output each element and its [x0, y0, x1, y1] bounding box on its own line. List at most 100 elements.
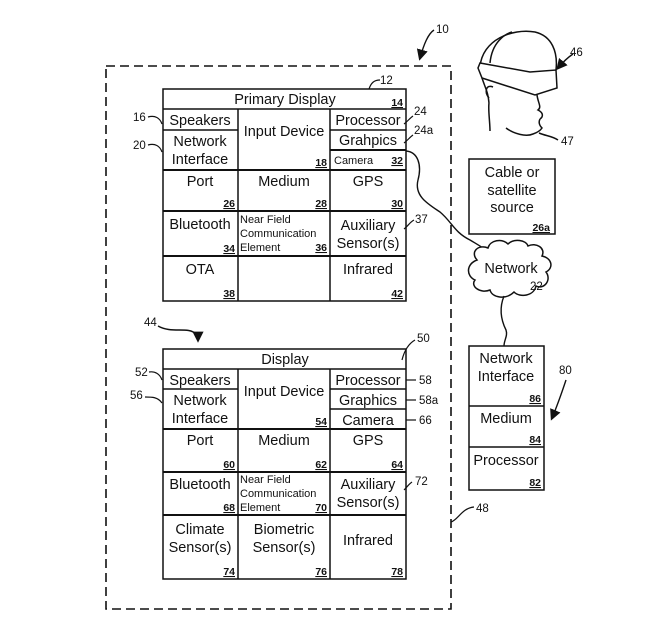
network-interface-label-1: Network [173, 134, 227, 150]
nfc-label-3: Element [240, 242, 280, 254]
secondary-biometric-ref: 76 [315, 566, 327, 578]
callout-24-leader [403, 115, 414, 125]
aux-sensor-label-1: Auxiliary [341, 218, 397, 234]
callout-56-leader [144, 396, 163, 404]
ota-label: OTA [186, 262, 215, 278]
system-boundary [105, 65, 452, 610]
network-interface-label-2: Interface [172, 152, 228, 168]
callout-20-leader [147, 143, 163, 153]
secondary-nfc-ref: 70 [315, 502, 327, 514]
server-processor-ref: 82 [529, 477, 541, 489]
secondary-infrared-ref: 78 [391, 566, 403, 578]
cable-source-ref: 26a [532, 222, 550, 234]
server-network-interface-ref: 86 [529, 393, 541, 405]
secondary-gps-ref: 64 [391, 459, 403, 471]
secondary-speakers-label: Speakers [169, 373, 230, 389]
server-medium-label: Medium [480, 411, 532, 427]
graphics-label: Grahpics [339, 133, 397, 149]
server-network-interface-label-2: Interface [478, 369, 534, 385]
secondary-infrared-label: Infrared [343, 533, 393, 549]
bluetooth-ref: 34 [223, 243, 235, 255]
primary-display-ref: 14 [391, 97, 403, 109]
input-device-label: Input Device [244, 124, 325, 140]
secondary-nfc-label-1: Near Field [240, 474, 291, 486]
bluetooth-label: Bluetooth [169, 217, 230, 233]
primary-device [162, 88, 407, 302]
camera-label: Camera [334, 155, 374, 167]
network-ref: 22 [530, 281, 543, 293]
callout-44-leader [157, 325, 204, 343]
secondary-climate-label-2: Sensor(s) [169, 540, 232, 556]
medium-ref: 28 [315, 198, 327, 210]
callout-58: 58 [419, 375, 432, 387]
secondary-climate-ref: 74 [223, 566, 235, 578]
callout-24: 24 [414, 106, 427, 118]
callout-50-leader [401, 339, 416, 361]
secondary-processor-label: Processor [335, 373, 400, 389]
port-label: Port [187, 174, 214, 190]
callout-46: 46 [570, 47, 583, 59]
nfc-ref: 36 [315, 242, 327, 254]
secondary-aux-sensor-label-1: Auxiliary [341, 477, 397, 493]
callout-50: 50 [417, 333, 430, 345]
secondary-network-interface-label-2: Interface [172, 411, 228, 427]
secondary-graphics-label: Graphics [339, 393, 397, 409]
secondary-input-device-ref: 54 [315, 416, 327, 428]
callout-72: 72 [415, 476, 428, 488]
head-mounted-display-illustration [477, 30, 559, 141]
primary-display-label: Primary Display [234, 92, 336, 108]
speakers-label: Speakers [169, 113, 230, 129]
secondary-camera-label: Camera [342, 413, 395, 429]
network-label: Network [484, 261, 538, 277]
cable-source-label-3: source [490, 200, 534, 216]
secondary-display-label: Display [261, 352, 309, 368]
secondary-biometric-label-2: Sensor(s) [253, 540, 316, 556]
server-processor-label: Processor [473, 453, 538, 469]
camera-ref: 32 [391, 155, 403, 167]
callout-44: 44 [144, 317, 157, 329]
secondary-nfc-label-2: Communication [240, 488, 316, 500]
network-server-link [500, 295, 508, 347]
processor-label: Processor [335, 113, 400, 129]
secondary-port-ref: 60 [223, 459, 235, 471]
gps-ref: 30 [391, 198, 403, 210]
server-medium-ref: 84 [529, 434, 541, 446]
callout-16-leader [147, 115, 163, 125]
secondary-device [162, 348, 407, 580]
input-device-ref: 18 [315, 157, 327, 169]
callout-80-leader [550, 379, 567, 421]
secondary-bluetooth-ref: 68 [223, 502, 235, 514]
callout-80: 80 [559, 365, 572, 377]
infrared-label: Infrared [343, 262, 393, 278]
secondary-medium-ref: 62 [315, 459, 327, 471]
network-cloud [467, 239, 552, 298]
callout-24a-leader [403, 134, 414, 144]
callout-37: 37 [415, 214, 428, 226]
ota-ref: 38 [223, 288, 235, 300]
callout-52-leader [148, 371, 163, 381]
callout-48: 48 [476, 503, 489, 515]
cable-source-label-2: satellite [487, 183, 536, 199]
secondary-input-device-label: Input Device [244, 384, 325, 400]
aux-sensor-label-2: Sensor(s) [337, 236, 400, 252]
callout-72-leader [403, 481, 413, 491]
callout-12-leader [368, 79, 381, 90]
callout-20: 20 [133, 140, 146, 152]
secondary-biometric-label-1: Biometric [254, 522, 314, 538]
secondary-gps-label: GPS [353, 433, 384, 449]
callout-10-leader [416, 29, 435, 61]
nfc-label-2: Communication [240, 228, 316, 240]
secondary-medium-label: Medium [258, 433, 310, 449]
callout-47: 47 [561, 136, 574, 148]
infrared-ref: 42 [391, 288, 403, 300]
callout-58a: 58a [419, 395, 439, 407]
gps-label: GPS [353, 174, 384, 190]
secondary-aux-sensor-label-2: Sensor(s) [337, 495, 400, 511]
secondary-network-interface-label-1: Network [173, 393, 227, 409]
callout-24a: 24a [414, 125, 434, 137]
callout-16: 16 [133, 112, 146, 124]
server-network-interface-label-1: Network [479, 351, 533, 367]
secondary-bluetooth-label: Bluetooth [169, 477, 230, 493]
primary-network-link [405, 150, 489, 253]
